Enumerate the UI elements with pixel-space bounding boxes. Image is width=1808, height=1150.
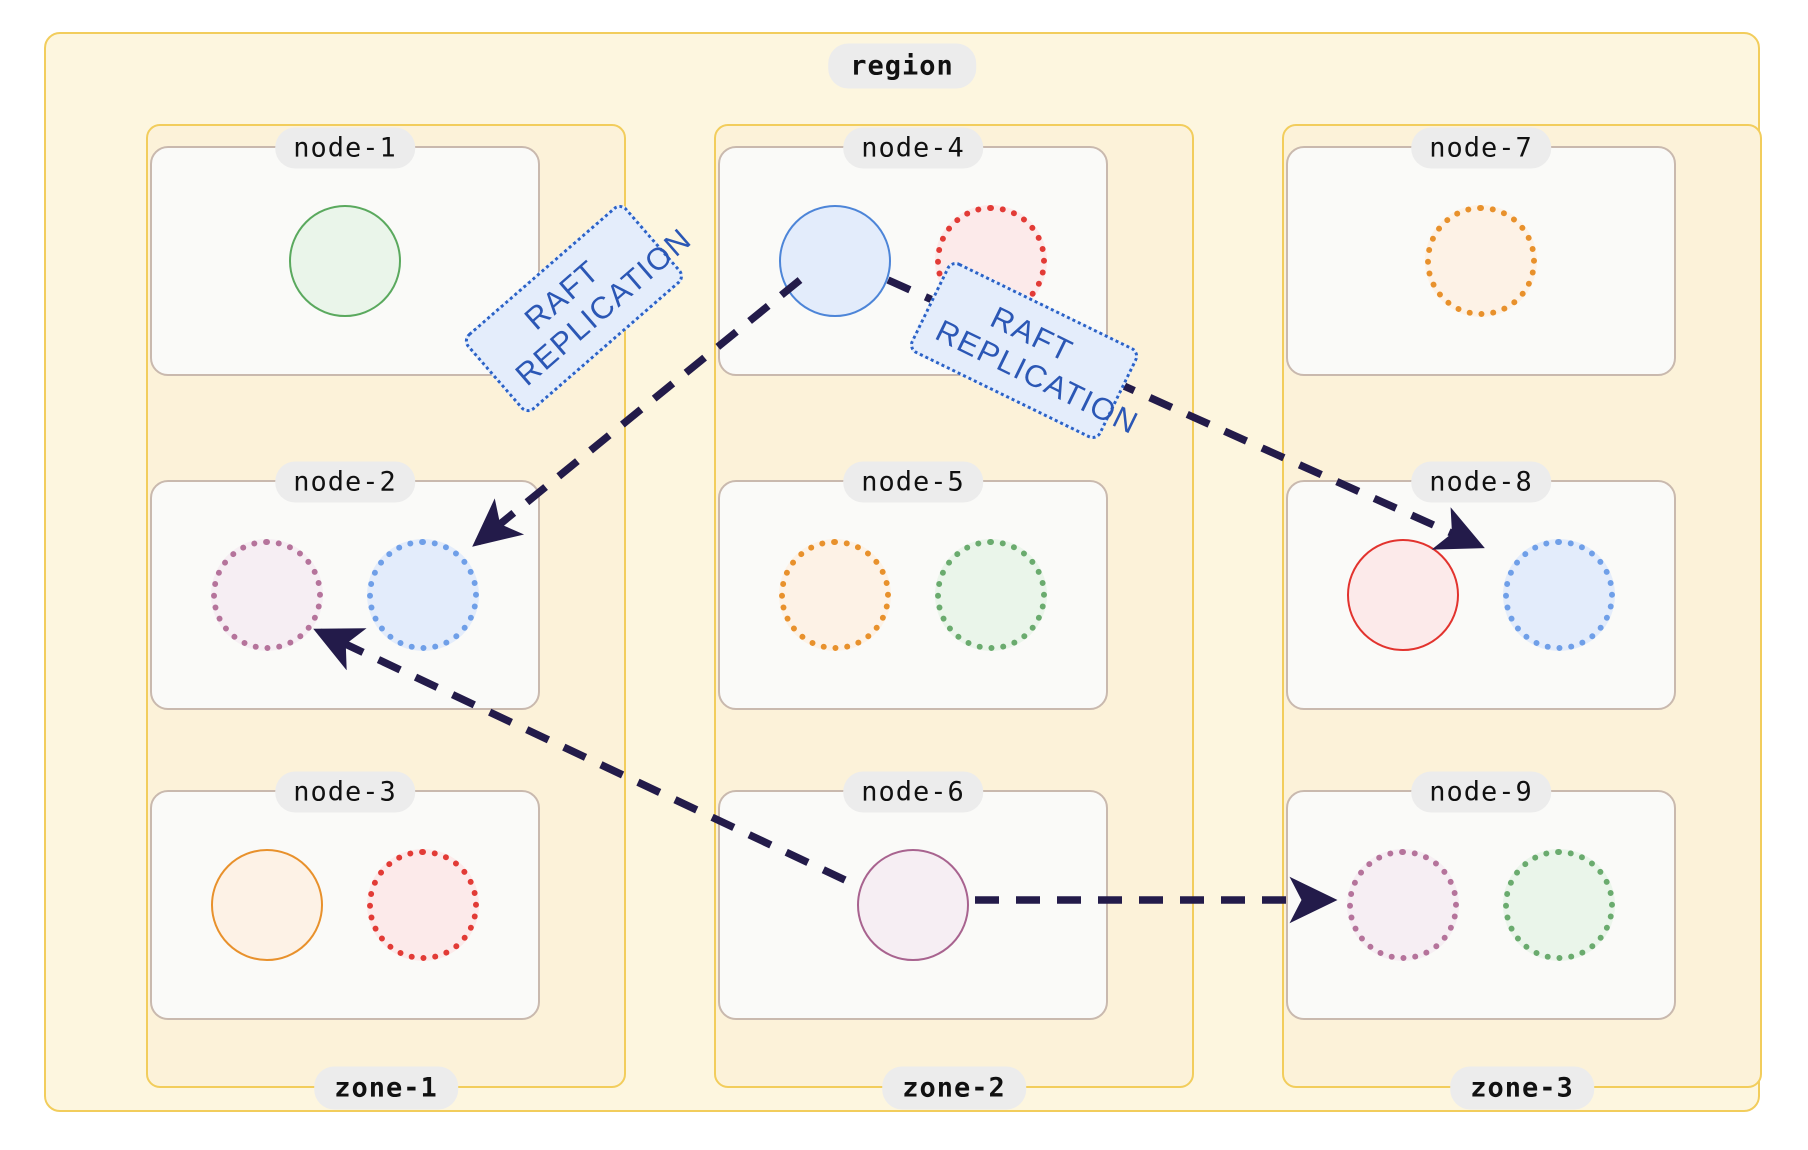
node-label-node-3: node-3 [275,771,415,813]
node-label-node-9: node-9 [1411,771,1551,813]
shard-node-9-2[interactable] [1503,849,1615,961]
node-shards-node-9 [1288,792,1674,1018]
node-label-node-6: node-6 [843,771,983,813]
shard-node-9-1[interactable] [1347,849,1459,961]
shard-node-6-1[interactable] [857,849,969,961]
shard-node-5-1[interactable] [779,539,891,651]
zone-label-3: zone-3 [1450,1066,1594,1110]
shard-node-3-1[interactable] [211,849,323,961]
shard-node-8-1[interactable] [1347,539,1459,651]
shard-node-3-2[interactable] [367,849,479,961]
zone-label-1: zone-1 [314,1066,458,1110]
shard-node-4-1[interactable] [779,205,891,317]
zone-label-2: zone-2 [882,1066,1026,1110]
node-box-node-8[interactable]: node-8 [1286,461,1676,710]
node-box-node-7[interactable]: node-7 [1286,127,1676,376]
node-box-node-9[interactable]: node-9 [1286,771,1676,1020]
shard-node-5-2[interactable] [935,539,1047,651]
node-label-node-8: node-8 [1411,461,1551,503]
node-shards-node-7 [1288,148,1674,374]
node-box-node-5[interactable]: node-5 [718,461,1108,710]
node-box-node-1[interactable]: node-1 [150,127,540,376]
node-box-node-3[interactable]: node-3 [150,771,540,1020]
shard-node-7-1[interactable] [1425,205,1537,317]
shard-node-2-2[interactable] [367,539,479,651]
node-label-node-5: node-5 [843,461,983,503]
node-box-node-6[interactable]: node-6 [718,771,1108,1020]
node-label-node-1: node-1 [275,127,415,169]
node-shards-node-3 [152,792,538,1018]
node-shards-node-1 [152,148,538,374]
node-shards-node-8 [1288,482,1674,708]
shard-node-1-1[interactable] [289,205,401,317]
shard-node-2-1[interactable] [211,539,323,651]
node-box-node-2[interactable]: node-2 [150,461,540,710]
node-label-node-2: node-2 [275,461,415,503]
node-label-node-4: node-4 [843,127,983,169]
node-label-node-7: node-7 [1411,127,1551,169]
shard-node-8-2[interactable] [1503,539,1615,651]
region-label: region [828,43,976,89]
node-shards-node-2 [152,482,538,708]
node-shards-node-5 [720,482,1106,708]
node-shards-node-6 [720,792,1106,1018]
